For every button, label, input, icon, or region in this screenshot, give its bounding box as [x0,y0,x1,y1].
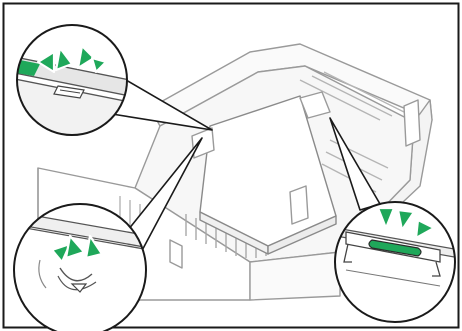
tray-left-vents [119,196,151,236]
guide-lock-arrows-icon [36,44,108,74]
end-guide-green-grip [368,239,422,257]
callout-bottom-left [13,203,147,331]
paper-stack-side [267,215,337,255]
end-guide-arrows-icon [376,206,436,240]
right-side-guide [289,185,309,225]
notch-curve [59,267,93,282]
callout-top-left-ring [16,24,128,136]
rear-tab [403,99,421,147]
callout-bottom-left-ring [13,203,147,331]
notch-tab [70,283,88,293]
end-guide [299,91,331,119]
guide-rail [17,55,127,99]
guide-latch [53,85,85,99]
callout-pointers [111,79,381,259]
tray-ribs [299,71,405,121]
tray-front-right-face [249,251,341,301]
callout-bottom-right-ring [334,201,456,323]
guide-notch-arrows-icon [50,234,104,264]
notch-rail [14,211,146,249]
notch-base [14,225,146,331]
callout-bottom-right [334,201,456,323]
tray-handle [169,239,183,269]
